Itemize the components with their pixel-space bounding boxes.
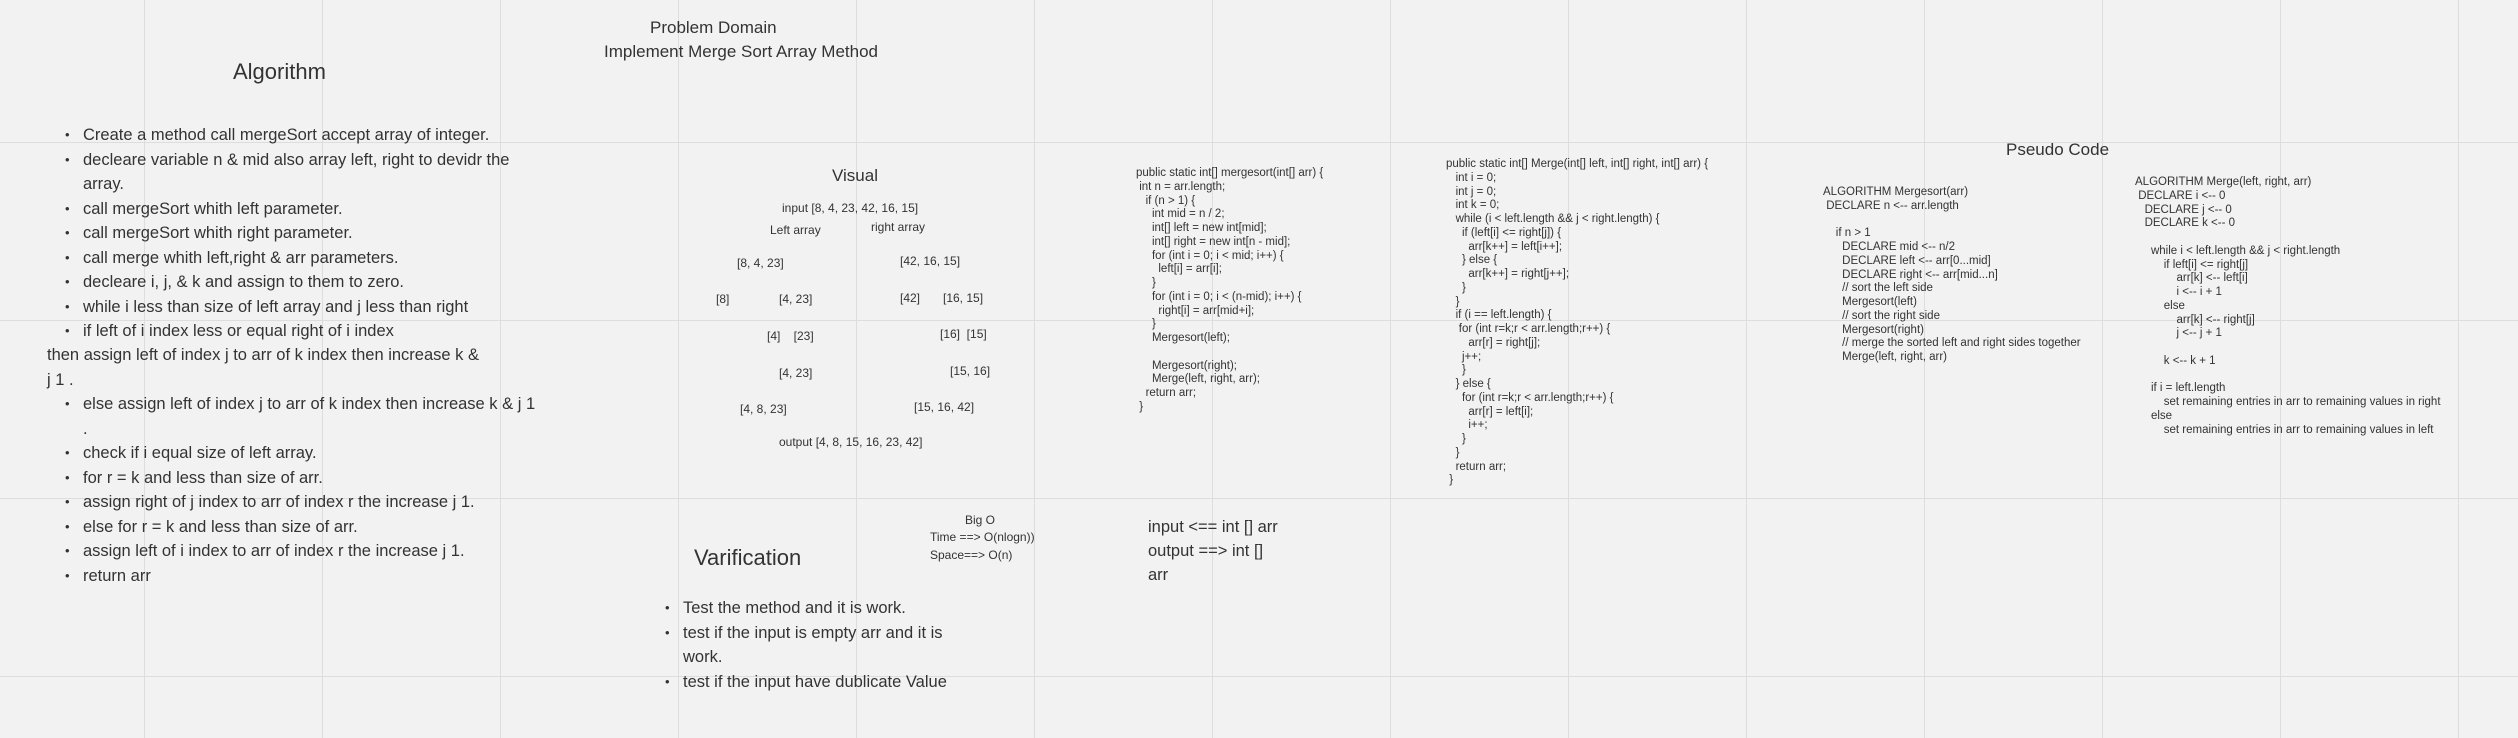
left-split-1: [8, 4, 23] [737, 256, 784, 270]
list-item: Test the method and it is work. [647, 596, 947, 621]
io-output: output ==> int [] [1148, 542, 1264, 560]
list-item: test if the input have dublicate Value [647, 670, 947, 695]
grid-line [678, 0, 679, 738]
list-item: call merge whith left,right & arr parame… [47, 246, 540, 271]
grid-line [1568, 0, 1569, 738]
left-split-2a: [8] [716, 292, 730, 306]
grid-line [322, 0, 323, 738]
grid-line [1924, 0, 1925, 738]
list-item: test if the input is empty arr and it is… [647, 621, 947, 670]
list-item: call mergeSort whith right parameter. [47, 221, 540, 246]
grid-line [0, 676, 2518, 677]
list-item: if left of i index less or equal right o… [47, 319, 540, 344]
list-item: else assign left of index j to arr of k … [47, 392, 540, 441]
grid-line [0, 320, 2518, 321]
right-merge-1: [15, 16] [950, 364, 991, 378]
grid-line [2458, 0, 2459, 738]
left-array-label: Left array [770, 223, 821, 237]
pseudo-heading: Pseudo Code [2006, 140, 2110, 159]
verification-list: Test the method and it is work. test if … [647, 596, 947, 694]
grid-line [0, 498, 2518, 499]
right-split-2a: [42] [900, 291, 921, 305]
right-array-label: right array [871, 220, 926, 234]
page-subtitle: Implement Merge Sort Array Method [604, 42, 879, 61]
pseudo-mergesort: ALGORITHM Mergesort(arr) DECLARE n <-- a… [1823, 186, 2081, 363]
list-item: return arr [47, 564, 540, 589]
algorithm-steps-a: Create a method call mergeSort accept ar… [47, 123, 540, 344]
grid-line [144, 0, 145, 738]
grid-line [1034, 0, 1035, 738]
list-item: while i less than size of left array and… [47, 295, 540, 320]
left-split-3: [4] [23] [767, 329, 814, 343]
mergesort-code: public static int[] mergesort(int[] arr)… [1136, 167, 1324, 413]
list-item: call mergeSort whith left parameter. [47, 197, 540, 222]
right-split-3: [16] [15] [940, 327, 987, 341]
list-item: check if i equal size of left array. [47, 441, 540, 466]
left-merge-2: [4, 8, 23] [740, 402, 787, 416]
list-item: Create a method call mergeSort accept ar… [47, 123, 540, 148]
page-title: Problem Domain [650, 18, 777, 37]
merge-code: public static int[] Merge(int[] left, in… [1446, 158, 1709, 487]
big-o-title: Big O [965, 513, 996, 527]
verification-heading: Varification [694, 545, 802, 570]
grid-line [2280, 0, 2281, 738]
algorithm-steps-b: else assign left of index j to arr of k … [47, 392, 540, 588]
list-item: for r = k and less than size of arr. [47, 466, 540, 491]
pseudo-merge: ALGORITHM Merge(left, right, arr) DECLAR… [2135, 176, 2441, 436]
big-o-time: Time ==> O(nlogn)) [930, 530, 1035, 544]
list-item: else for r = k and less than size of arr… [47, 515, 540, 540]
big-o-space: Space==> O(n) [930, 548, 1013, 562]
left-merge-1: [4, 23] [779, 366, 813, 380]
left-split-2b: [4, 23] [779, 292, 813, 306]
algorithm-heading: Algorithm [233, 59, 326, 84]
grid-line [500, 0, 501, 738]
grid-line [1746, 0, 1747, 738]
grid-line [2102, 0, 2103, 738]
list-item: decleare i, j, & k and assign to them to… [47, 270, 540, 295]
grid-line [1390, 0, 1391, 738]
list-item: assign right of j index to arr of index … [47, 490, 540, 515]
visual-input: input [8, 4, 23, 42, 16, 15] [782, 201, 919, 215]
list-item: decleare variable n & mid also array lef… [47, 148, 540, 197]
list-item: assign left of i index to arr of index r… [47, 539, 540, 564]
visual-heading: Visual [832, 166, 878, 185]
right-split-1: [42, 16, 15] [900, 254, 961, 268]
io-output-cont: arr [1148, 566, 1169, 584]
right-split-2b: [16, 15] [943, 291, 984, 305]
grid-line [1212, 0, 1213, 738]
visual-output: output [4, 8, 15, 16, 23, 42] [779, 435, 923, 449]
io-input: input <== int [] arr [1148, 518, 1278, 536]
algorithm-continuation: then assign left of index j to arr of k … [47, 346, 479, 389]
right-merge-2: [15, 16, 42] [914, 400, 975, 414]
grid-line [0, 142, 2518, 143]
grid-line [856, 0, 857, 738]
